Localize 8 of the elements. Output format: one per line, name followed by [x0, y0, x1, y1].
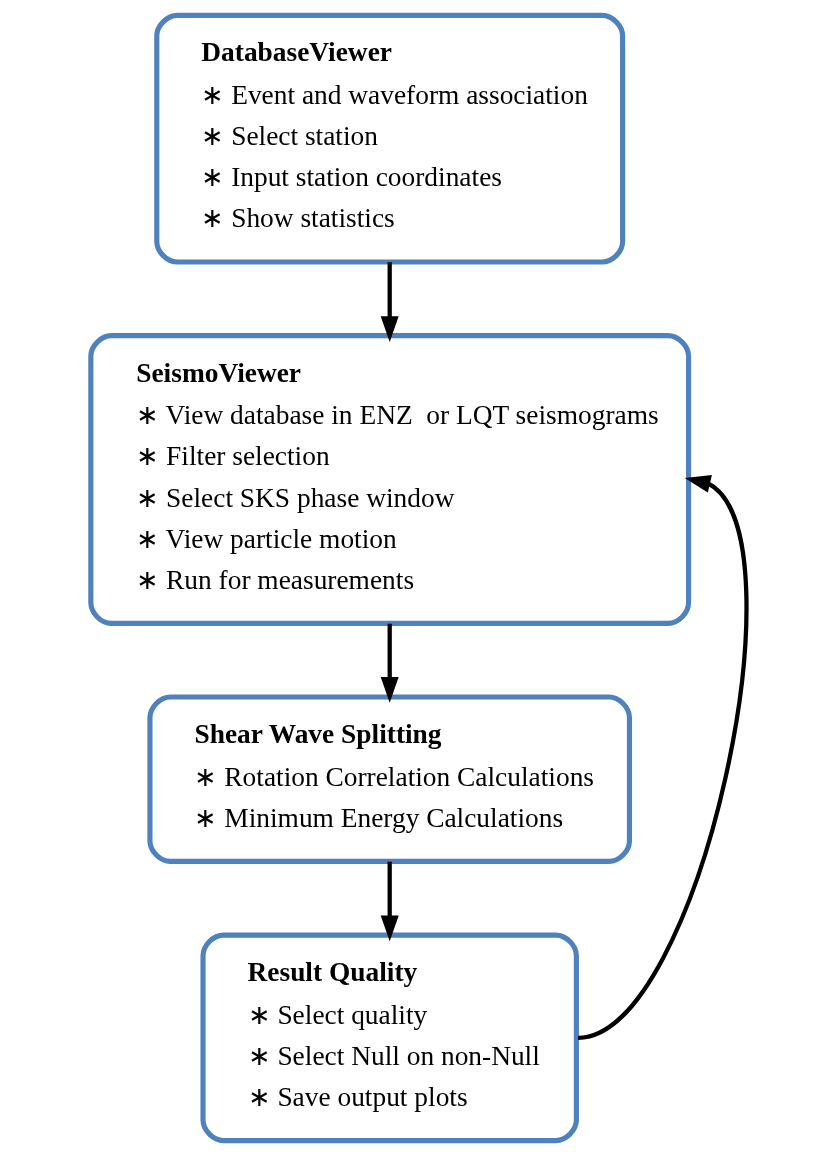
arrow	[576, 475, 748, 1040]
arrow	[380, 262, 399, 342]
node-box: Result Quality ∗ Select quality ∗ Select Null on non-Null ∗ Save output plots	[199, 932, 579, 1144]
node-box: SeismoViewer ∗ View database in ENZ or LQT seismograms ∗ Filter selection ∗ Select SKS phase window ∗ View particle motion ∗ Run for measurements	[87, 333, 691, 626]
node-box: Shear Wave Splitting ∗ Rotation Correlation Calculations ∗ Minimum Energy Calculations	[146, 694, 632, 864]
arrow	[380, 861, 399, 942]
node-box: DatabaseViewer ∗ Event and waveform association ∗ Select station ∗ Input station coordinates ∗ Show statistics	[153, 12, 625, 265]
arrow	[380, 623, 399, 703]
